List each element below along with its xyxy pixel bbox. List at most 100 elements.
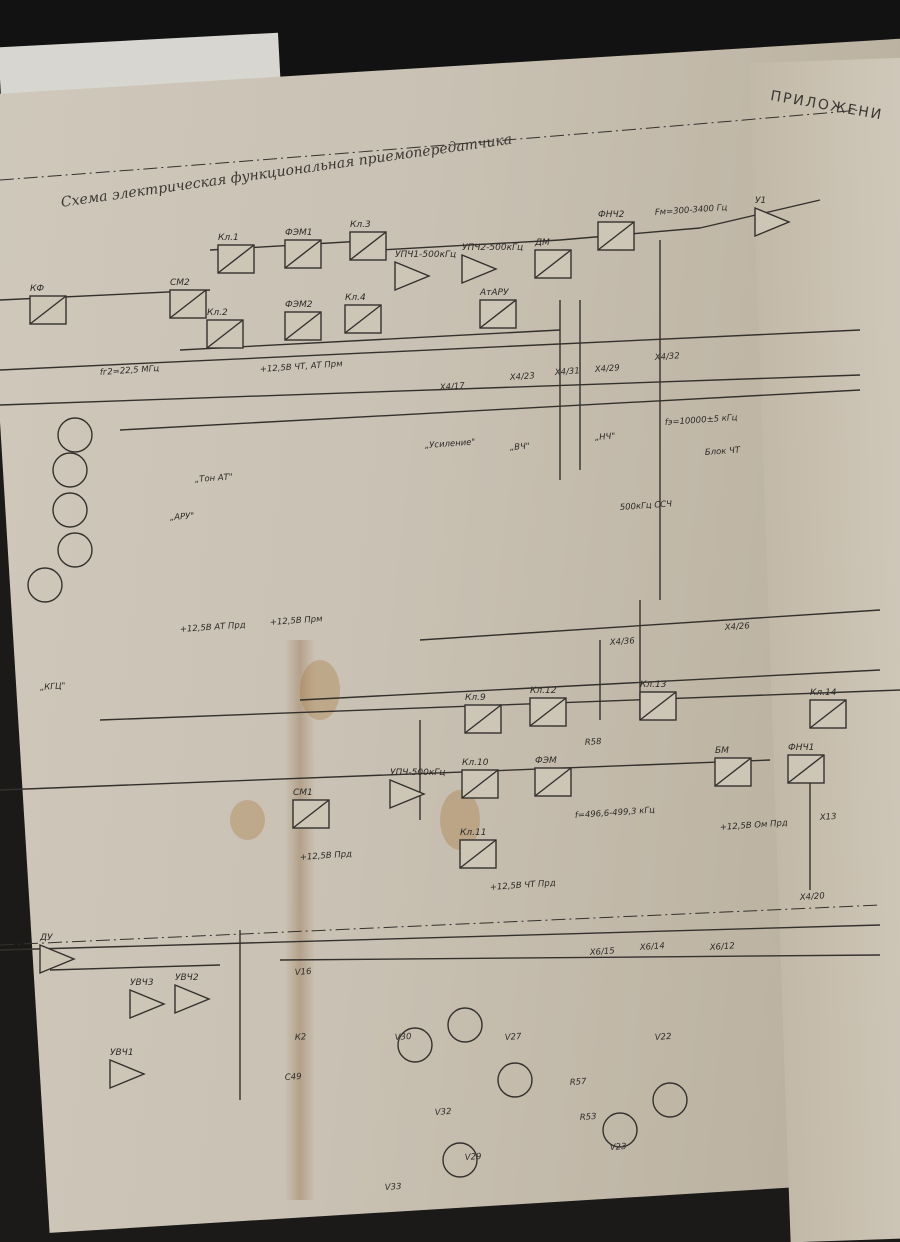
- transistor: [497, 1062, 533, 1098]
- amplifier-26: [174, 983, 211, 1015]
- annotation-label: X6/12: [709, 941, 736, 953]
- annotation-label: X4/26: [724, 621, 751, 633]
- block-label: Кл.12: [530, 686, 557, 696]
- annotation-label: „ВЧ": [510, 442, 531, 453]
- annotation-label: „КГЦ": [40, 681, 66, 693]
- annotation-label: 500кГц ССЧ: [620, 499, 673, 513]
- amplifier-7: [754, 206, 791, 238]
- block-label: БМ: [715, 746, 729, 756]
- annotation-label: К2: [295, 1032, 307, 1043]
- wire: [0, 759, 771, 791]
- annotation-label: „АРУ": [170, 511, 195, 523]
- annotation-label: +12,5В Прд: [300, 849, 353, 863]
- wire: [0, 329, 861, 371]
- transistor: [652, 1082, 688, 1118]
- block-diagonal: [639, 691, 677, 721]
- block-diagonal: [284, 239, 322, 269]
- rotary-switch: [57, 532, 93, 568]
- block-label: ФЭМ1: [285, 228, 313, 238]
- block-label: КФ: [30, 284, 44, 294]
- block-label: ФНЧ2: [598, 210, 625, 220]
- block-border-dashdot: [0, 904, 881, 946]
- block-diagonal: [459, 839, 497, 869]
- block-border-dashdot: [0, 109, 861, 181]
- annotation-label: „Тон АТ": [195, 472, 234, 485]
- block-label: Кл.2: [207, 308, 228, 318]
- block-label: ДУ: [39, 933, 53, 943]
- annotation-label: fг2=22,5 МГц: [100, 364, 160, 378]
- block-label: АтАРУ: [479, 288, 509, 298]
- annotation-label: R53: [580, 1112, 597, 1123]
- wire: [49, 964, 221, 971]
- annotation-label: X4/29: [594, 363, 621, 375]
- block-label: Кл.11: [460, 828, 486, 838]
- annotation-label: V22: [655, 1032, 672, 1043]
- annotation-label: С49: [285, 1072, 302, 1083]
- rotary-switch: [57, 417, 93, 453]
- amplifier-25: [129, 988, 166, 1020]
- block-diagonal: [344, 304, 382, 334]
- block-diagonal: [217, 244, 255, 274]
- block-label: УВЧ2: [175, 973, 199, 983]
- annotation-label: X4/23: [509, 371, 536, 383]
- annotation-label: V33: [385, 1182, 402, 1193]
- rotary-switch: [52, 452, 88, 488]
- wire: [0, 924, 881, 951]
- block-diagonal: [809, 699, 847, 729]
- annotation-label: V29: [465, 1152, 482, 1163]
- block-diagonal: [464, 704, 502, 734]
- annotation-label: X4/31: [554, 366, 581, 378]
- wire: [279, 954, 881, 961]
- block-label: Кл.1: [218, 233, 239, 243]
- block-label: ФЭМ2: [285, 300, 313, 310]
- block-diagonal: [479, 299, 517, 329]
- annotation-label: +12,5В АТ Прд: [180, 620, 247, 635]
- annotation-label: V16: [295, 967, 313, 978]
- annotation-label: R57: [570, 1077, 588, 1088]
- stain: [300, 660, 340, 720]
- paper-fold-stain: [285, 640, 315, 1200]
- block-diagonal: [206, 319, 244, 349]
- annotation-label: X4/17: [439, 381, 466, 393]
- stain: [230, 800, 265, 840]
- annotation-label: R58: [585, 737, 603, 748]
- block-label: Кл.4: [345, 293, 366, 303]
- annotation-label: +12,5В ЧТ Прд: [490, 878, 557, 893]
- block-label: УВЧ1: [110, 1048, 134, 1058]
- block-label: Кл.9: [465, 693, 486, 703]
- annotation-label: V27: [505, 1032, 523, 1043]
- annotation-label: Fм=300-3400 Гц: [655, 203, 728, 218]
- transistor: [602, 1112, 638, 1148]
- annotation-label: „Усиление": [425, 437, 476, 451]
- rotary-switch: [27, 567, 63, 603]
- block-label: СМ1: [293, 788, 313, 798]
- annotation-label: X4/36: [609, 636, 636, 648]
- annotation-label: +12,5В Прм: [270, 614, 324, 628]
- amplifier-24: [39, 943, 76, 975]
- block-label: Кл.13: [640, 680, 667, 690]
- wire: [0, 374, 861, 406]
- block-diagonal: [787, 754, 825, 784]
- wire: [379, 239, 561, 251]
- block-diagonal: [714, 757, 752, 787]
- block-label: ДМ: [534, 238, 550, 248]
- block-diagonal: [534, 767, 572, 797]
- annotation-label: X13: [819, 812, 837, 823]
- block-label: СМ2: [170, 278, 190, 288]
- block-diagonal: [597, 221, 635, 251]
- annotation-label: X4/32: [654, 351, 681, 363]
- annotation-label: X4/20: [799, 891, 826, 903]
- block-diagonal: [529, 697, 567, 727]
- annotation-label: X6/15: [589, 946, 616, 958]
- block-label: УПЧ-500кГц: [390, 768, 445, 778]
- block-diagonal: [169, 289, 207, 319]
- annotation-label: X6/14: [639, 941, 666, 953]
- block-diagonal: [29, 295, 67, 325]
- block-label: УВЧ3: [130, 978, 154, 988]
- annotation-label: V30: [395, 1032, 412, 1043]
- amplifier-4: [461, 253, 498, 285]
- block-label: Кл.14: [810, 688, 837, 698]
- block-diagonal: [292, 799, 330, 829]
- rotary-switch: [52, 492, 88, 528]
